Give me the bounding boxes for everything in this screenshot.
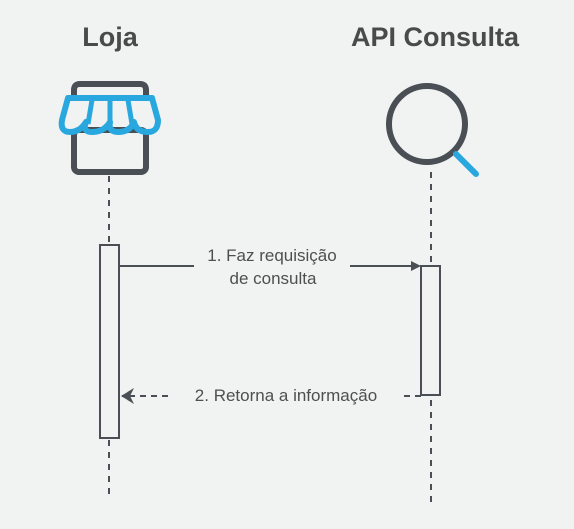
- message-1-label-line1: 1. Faz requisição: [194, 245, 350, 267]
- message-2-arrowhead: [121, 388, 134, 404]
- activation-api: [420, 265, 441, 396]
- activation-loja: [99, 244, 120, 439]
- actor-title-api: API Consulta: [350, 22, 519, 52]
- magnifier-icon: [386, 83, 479, 177]
- storefront-icon: [58, 81, 161, 175]
- actor-title-loja: Loja: [82, 22, 138, 52]
- message-1-label-line2: de consulta: [206, 268, 340, 290]
- message-2-label: 2. Retorna a informação: [171, 385, 401, 407]
